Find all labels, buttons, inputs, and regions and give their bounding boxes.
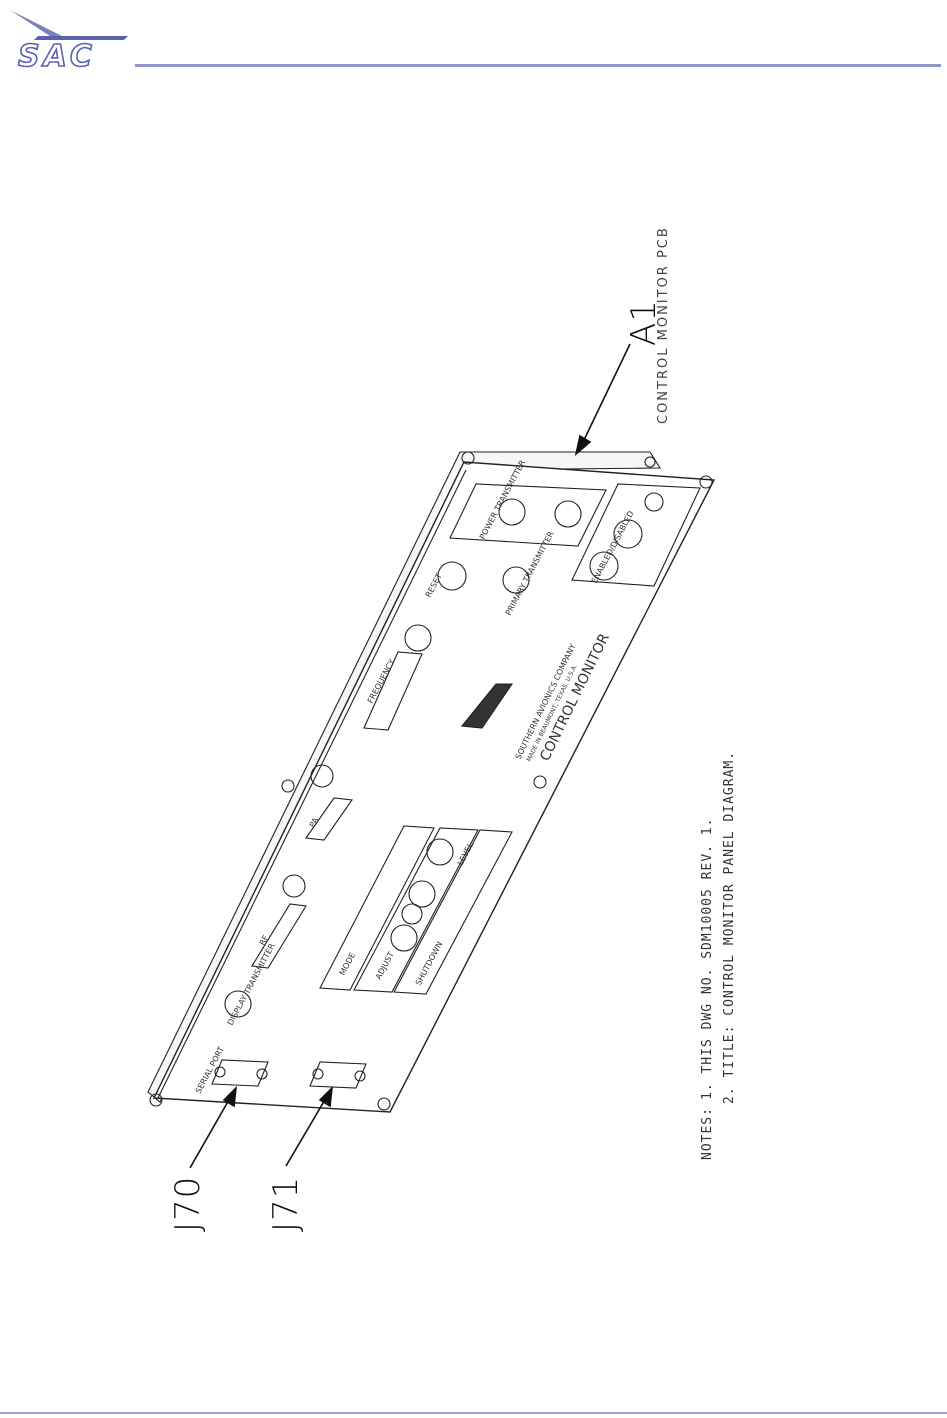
callout-a1-description: CONTROL MONITOR PCB xyxy=(656,226,671,424)
label-pa: PA xyxy=(308,816,321,829)
header-rule xyxy=(135,64,941,67)
notes-label: NOTES: xyxy=(700,1107,715,1160)
notes-line-2: 2. TITLE: CONTROL MONITOR PANEL DIAGRAM. xyxy=(722,750,737,1104)
callout-j70: J70 xyxy=(168,1175,208,1232)
notes-line-1: 1. THIS DWG NO. SDM10005 REV. 1. xyxy=(700,817,715,1100)
label-rf: RF xyxy=(258,933,271,947)
callout-j71: J71 xyxy=(266,1175,306,1232)
sac-logo: SAC xyxy=(8,6,132,75)
footer-rule xyxy=(0,1412,947,1414)
